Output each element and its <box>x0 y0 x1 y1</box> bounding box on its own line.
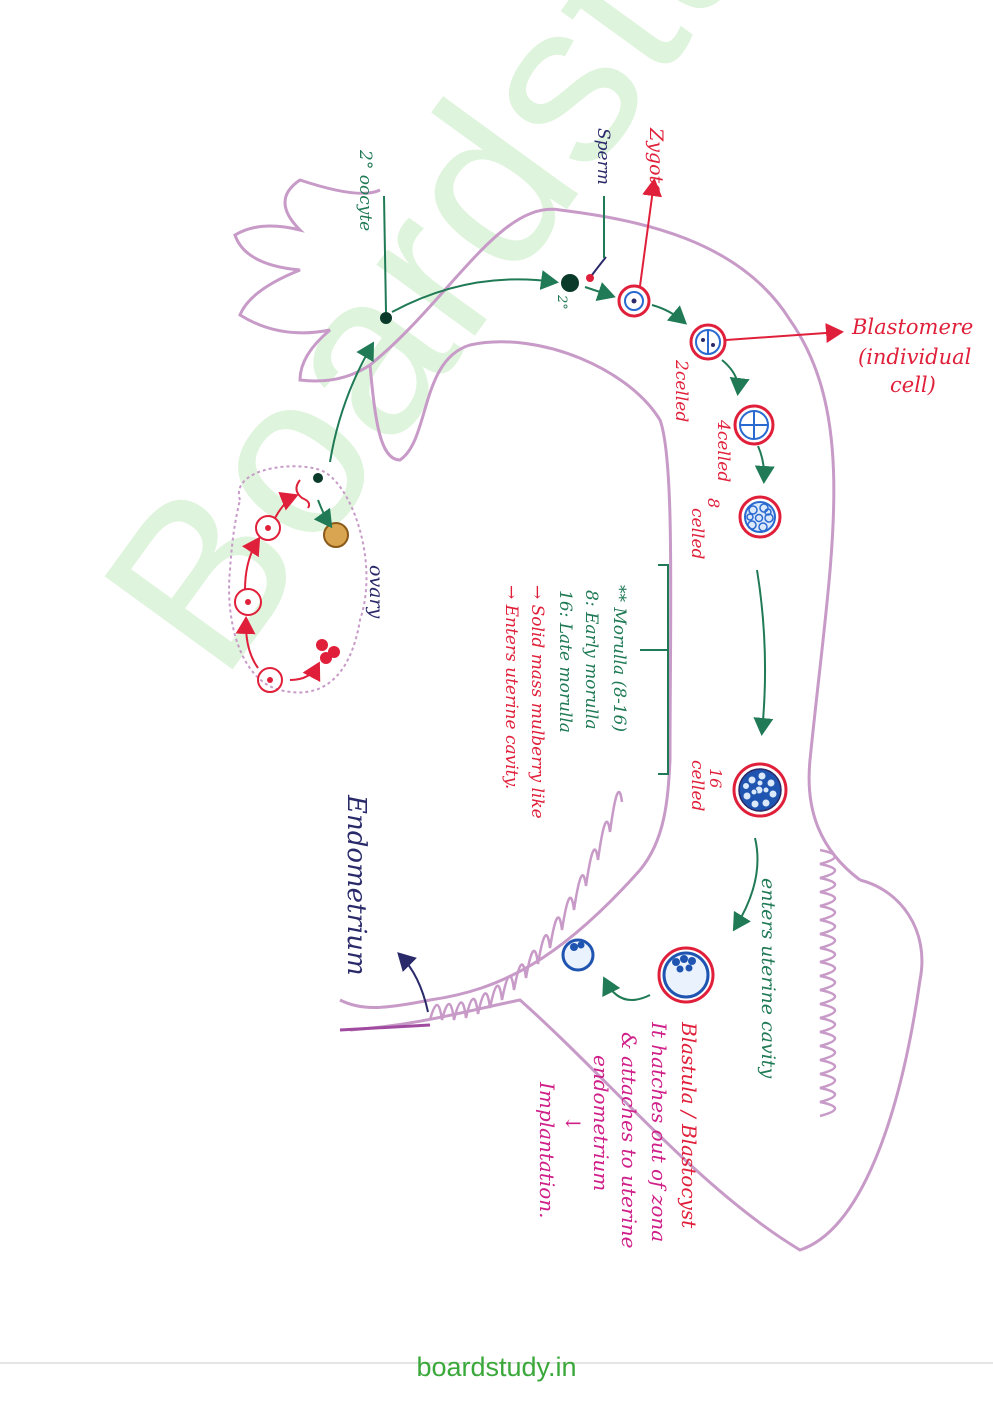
label-enters-uterine: enters uterine cavity <box>757 878 779 1078</box>
implant-note: & attaches to uterine <box>617 1032 641 1248</box>
footer-rule <box>0 1362 993 1364</box>
uterus-bottom-wall <box>349 878 924 1252</box>
endometrium-pointer <box>397 952 429 1013</box>
corpus-luteum <box>323 522 349 548</box>
arrow-blastocyst-to-implant <box>602 976 651 1001</box>
label-ovary: ovary <box>365 565 387 619</box>
morula-bracket <box>640 564 669 775</box>
oocyte-in-tube <box>380 312 392 324</box>
arrow-morula-to-uterus <box>732 837 759 932</box>
blastocyst <box>657 946 715 1004</box>
sperm-icon <box>591 256 607 276</box>
label-8: 8 <box>704 498 723 508</box>
oocyte-pointer-line <box>383 195 387 313</box>
sixteen-cell-morula <box>732 762 788 818</box>
eight-cell-embryo <box>738 495 782 539</box>
follicle-2 <box>234 588 262 616</box>
label-zygote: Zygote <box>645 127 667 194</box>
four-cell-embryo <box>733 404 775 446</box>
two-cell-embryo <box>689 323 727 361</box>
arrow-ovary-to-tube <box>329 341 375 463</box>
tube-outline-lower <box>368 340 673 871</box>
label-sperm: Sperm <box>593 128 613 185</box>
label-oocyte: 2° oocyte <box>355 149 375 231</box>
footer-link[interactable]: boardstudy.in <box>416 1352 577 1382</box>
morula-note: → Enters uterine cavity. <box>501 585 521 789</box>
morula-note: ** Morulla (8-16) <box>609 585 629 732</box>
follicle-1 <box>255 515 281 541</box>
morula-note: → Solid mass mulberry like <box>527 585 547 819</box>
morula-note: 16: Late morulla <box>555 590 575 733</box>
label-blastomere: Blastomere <box>851 315 973 339</box>
implant-note: Implantation. <box>535 1081 559 1219</box>
label-16: 16 <box>706 768 725 788</box>
implantation-notes: It hatches out of zona & attaches to ute… <box>535 1021 671 1248</box>
label-2-celled: 2celled <box>671 359 691 422</box>
implant-note: It hatches out of zona <box>647 1021 671 1242</box>
follicle-3 <box>257 667 283 693</box>
implant-note: ↓ <box>561 1115 585 1132</box>
label-16-celled: celled <box>687 760 707 812</box>
morula-note: 8: Early morulla <box>581 590 601 730</box>
secondary-oocyte <box>561 274 579 292</box>
tube-outline-upper <box>233 178 861 882</box>
label-8-celled: celled <box>687 508 707 560</box>
endometrium-lining-left <box>428 790 624 1021</box>
uterus-left-wall <box>339 869 642 1009</box>
label-two-deg: 2° <box>554 294 569 310</box>
implant-note: endometrium <box>589 1055 613 1191</box>
label-blastomere-2: (individual <box>858 345 971 369</box>
endometrium-lining-right <box>819 848 837 1118</box>
ruptured-follicle <box>295 479 311 509</box>
arrow-to-morula <box>753 569 774 736</box>
ovulated-oocyte <box>313 473 323 483</box>
label-endometrium: Endometrium <box>341 794 371 976</box>
label-4-celled: 4celled <box>713 419 733 482</box>
morula-notes: ** Morulla (8-16) 8: Early morulla 16: L… <box>501 585 629 819</box>
uterus-base-line <box>339 1023 431 1032</box>
zygote-cell <box>617 284 651 318</box>
label-blastula: Blastula / Blastocyst <box>677 1021 701 1229</box>
label-blastomere-3: cell) <box>890 373 936 397</box>
ovary-outline <box>228 465 368 694</box>
developing-follicle-cluster <box>316 639 340 664</box>
